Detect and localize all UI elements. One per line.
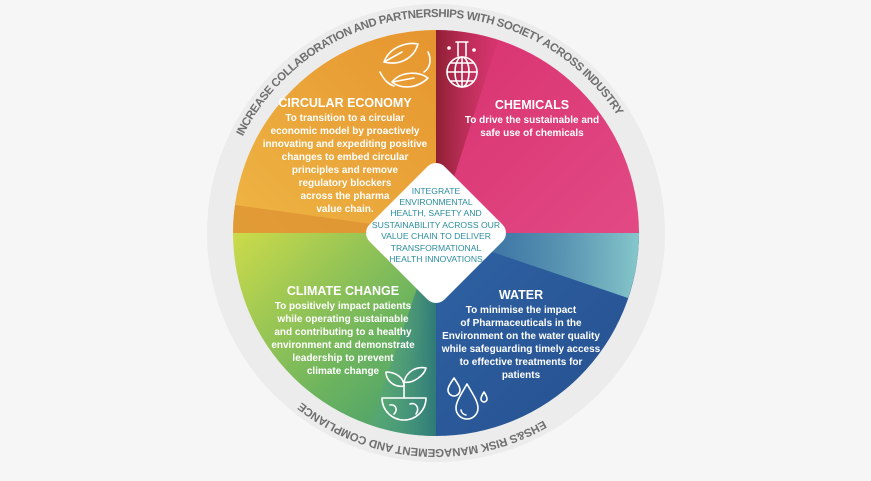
segment-line: To transition to a circular: [285, 113, 404, 124]
segment-chemicals: [436, 30, 639, 233]
segment-line: changes to embed circular: [282, 152, 409, 163]
center-line: INTEGRATE: [412, 186, 461, 196]
water-text: WATER To minimise the impact of Pharmace…: [441, 288, 601, 381]
climate-change-text: CLIMATE CHANGE To positively impact pati…: [271, 284, 415, 377]
segment-line: safe use of chemicals: [480, 128, 584, 139]
segment-title: WATER: [499, 288, 543, 302]
segment-line: value chain.: [316, 204, 373, 215]
segment-line: of Pharmaceuticals in the: [460, 318, 582, 329]
segment-line: to effective treatments for: [460, 357, 583, 368]
segment-line: economic model by proactively: [271, 126, 420, 137]
segment-line: innovating and expediting positive: [263, 139, 428, 150]
segment-line: To positively impact patients: [275, 301, 412, 312]
leaves-icon: [379, 42, 431, 88]
segment-line: patients: [502, 370, 541, 381]
segment-line: and contributing to a healthy: [274, 327, 412, 338]
center-diamond: [366, 163, 506, 303]
segment-line: environment and demonstrate: [271, 340, 415, 351]
segment-line: while operating sustainable: [276, 314, 409, 325]
water-drops-icon: [447, 377, 488, 420]
segment-line: principles and remove: [292, 165, 399, 176]
segment-line: leadership to prevent: [292, 353, 394, 364]
center-line: ENVIRONMENTAL: [399, 197, 473, 207]
segment-title: CHEMICALS: [495, 98, 569, 112]
center-line: VALUE CHAIN TO DELIVER: [381, 231, 491, 241]
center-line: HEALTH INNOVATIONS: [389, 254, 483, 264]
center-line: TRANSFORMATIONAL: [391, 243, 482, 253]
segment-line: Environment on the water quality: [442, 331, 600, 342]
segment-line: To minimise the impact: [466, 305, 577, 316]
segment-line: across the pharma: [301, 191, 390, 202]
center-line: HEALTH, SAFETY AND: [390, 208, 481, 218]
center-line: SUSTAINABILITY ACROSS OUR: [372, 220, 500, 230]
segment-line: regulatory blockers: [299, 178, 392, 189]
circular-economy-text: CIRCULAR ECONOMY To transition to a circ…: [263, 96, 428, 215]
center-text: INTEGRATE ENVIRONMENTAL HEALTH, SAFETY A…: [372, 186, 500, 264]
segment-line: while safeguarding timely access: [441, 344, 601, 355]
segment-line: climate change: [307, 366, 380, 377]
segment-line: To drive the sustainable and: [465, 115, 599, 126]
chemicals-text: CHEMICALS To drive the sustainable and s…: [465, 98, 599, 139]
flask-globe-icon: [446, 41, 478, 88]
segment-title: CLIMATE CHANGE: [287, 284, 399, 298]
plant-globe-icon: [381, 366, 427, 421]
segment-title: CIRCULAR ECONOMY: [278, 96, 412, 110]
